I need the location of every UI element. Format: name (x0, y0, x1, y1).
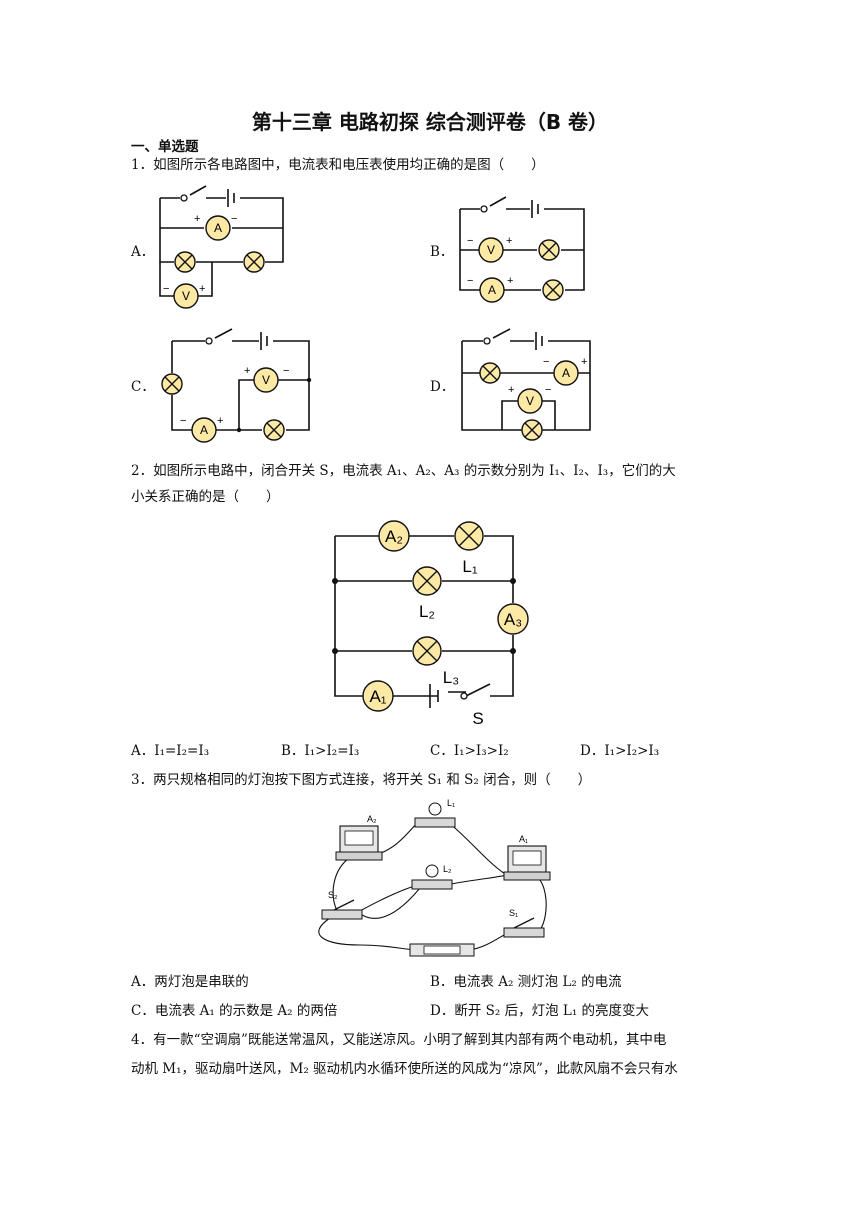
q3-ammeter-a2: A₂ (335, 814, 383, 861)
svg-text:A: A (562, 366, 570, 380)
q3-option-b[interactable]: B．电流表 A₂ 测灯泡 L₂ 的电流 (430, 974, 622, 990)
q2-stem-line2: 小关系正确的是（ ） (131, 489, 280, 505)
svg-text:V: V (262, 373, 270, 387)
q2-lamp-l1: L₁ (454, 521, 484, 576)
svg-text:A: A (488, 283, 496, 297)
svg-text:V: V (487, 243, 495, 257)
svg-text:−: − (283, 365, 289, 377)
q2-option-b[interactable]: B．I₁>I₂=I₃ (281, 743, 360, 759)
circuit-b-ammeter: A − + (467, 275, 513, 303)
svg-text:+: + (508, 384, 514, 396)
circuit-b-voltmeter: V − + (467, 235, 512, 263)
svg-text:S₂: S₂ (328, 890, 338, 900)
svg-text:L₁: L₁ (447, 798, 455, 808)
svg-text:A: A (200, 423, 208, 437)
circuit-c-ammeter: A − + (180, 415, 223, 443)
svg-text:+: + (506, 235, 512, 247)
q2-stem-line1: 2．如图所示电路中，闭合开关 S，电流表 A₁、A₂、A₃ 的示数分别为 I₁、… (131, 463, 676, 479)
svg-text:−: − (467, 275, 473, 287)
svg-text:A₂: A₂ (385, 527, 403, 546)
svg-text:−: − (545, 384, 551, 396)
svg-text:+: + (194, 213, 200, 225)
circuit-a-wires (159, 185, 284, 297)
q1-stem: 1．如图所示各电路图中，电流表和电压表使用均正确的是图（ ） (131, 157, 545, 173)
circuit-a-voltmeter: V − + (163, 283, 205, 309)
q3-switch-s2: S₂ (321, 890, 363, 920)
svg-text:A₂: A₂ (367, 814, 377, 824)
q2-lamp-l3: L₃ (412, 636, 459, 687)
section-heading: 一、单选题 (131, 139, 199, 155)
svg-text:+: + (507, 275, 513, 287)
q2-option-c[interactable]: C．I₁>I₃>I₂ (430, 743, 509, 759)
svg-text:L₃: L₃ (443, 668, 459, 687)
q1-option-c-label[interactable]: C． (131, 379, 155, 395)
q2-option-a[interactable]: A．I₁=I₂=I₃ (131, 743, 210, 759)
svg-text:−: − (163, 283, 169, 295)
q1-option-a-label[interactable]: A． (131, 244, 155, 260)
svg-text:L₂: L₂ (419, 602, 435, 621)
svg-text:+: + (581, 356, 587, 368)
q3-option-d[interactable]: D．断开 S₂ 后，灯泡 L₁ 的亮度变大 (430, 1003, 650, 1019)
q1-option-d-label[interactable]: D． (430, 379, 455, 395)
q2-ammeter-a2: A₂ (378, 520, 410, 552)
svg-text:+: + (217, 415, 223, 427)
q4-line1: 4．有一款“空调扇”既能送常温风，又能送凉风。小明了解到其内部有两个电动机，其中… (131, 1032, 667, 1048)
q3-switch-s1: S₁ (503, 908, 545, 938)
svg-text:A₁: A₁ (519, 834, 528, 844)
q2-ammeter-a3: A₃ (497, 603, 529, 635)
circuit-c-voltmeter: V + − (244, 365, 289, 393)
svg-text:A₁: A₁ (369, 687, 386, 706)
q3-stem: 3．两只规格相同的灯泡按下图方式连接，将开关 S₁ 和 S₂ 闭合，则（ ） (131, 772, 592, 788)
svg-text:A₃: A₃ (504, 610, 522, 629)
q3-battery-holder (409, 943, 475, 957)
q1-option-b-label[interactable]: B． (430, 244, 454, 260)
svg-text:L₁: L₁ (462, 557, 477, 576)
q4-line2: 动机 M₁，驱动扇叶送风，M₂ 驱动机内水循环使所送的风成为“凉风”，此款风扇不… (131, 1061, 678, 1077)
q3-option-c[interactable]: C．电流表 A₁ 的示数是 A₂ 的两倍 (131, 1003, 338, 1019)
circuit-d-ammeter: A − + (543, 356, 587, 386)
q2-option-d[interactable]: D．I₁>I₂>I₃ (580, 743, 660, 759)
svg-text:S₁: S₁ (509, 908, 518, 918)
svg-text:V: V (182, 289, 190, 303)
svg-text:−: − (231, 213, 237, 225)
svg-text:−: − (180, 415, 186, 427)
svg-text:−: − (467, 235, 473, 247)
svg-text:L₂: L₂ (443, 864, 452, 874)
svg-text:V: V (526, 394, 534, 408)
q2-ammeter-a1: A₁ (362, 680, 394, 712)
q2-lamp-l2: L₂ (412, 566, 442, 621)
q3-ammeter-a1: A₁ (503, 834, 551, 881)
q2-switch-label: S (472, 709, 483, 728)
circuit-a-lamps (174, 251, 265, 273)
q3-option-a[interactable]: A．两灯泡是串联的 (131, 974, 249, 990)
svg-text:+: + (199, 283, 205, 295)
svg-text:A: A (214, 221, 222, 235)
q3-lamp-l2: L₂ (411, 864, 453, 890)
page-title: 第十三章 电路初探 综合测评卷（B 卷） (251, 110, 609, 134)
circuit-d-voltmeter: V + − (508, 384, 551, 414)
svg-text:+: + (244, 365, 250, 377)
q3-lamp-l1: L₁ (414, 798, 456, 828)
circuit-a-ammeter: A + − (194, 213, 237, 241)
svg-text:−: − (543, 356, 549, 368)
